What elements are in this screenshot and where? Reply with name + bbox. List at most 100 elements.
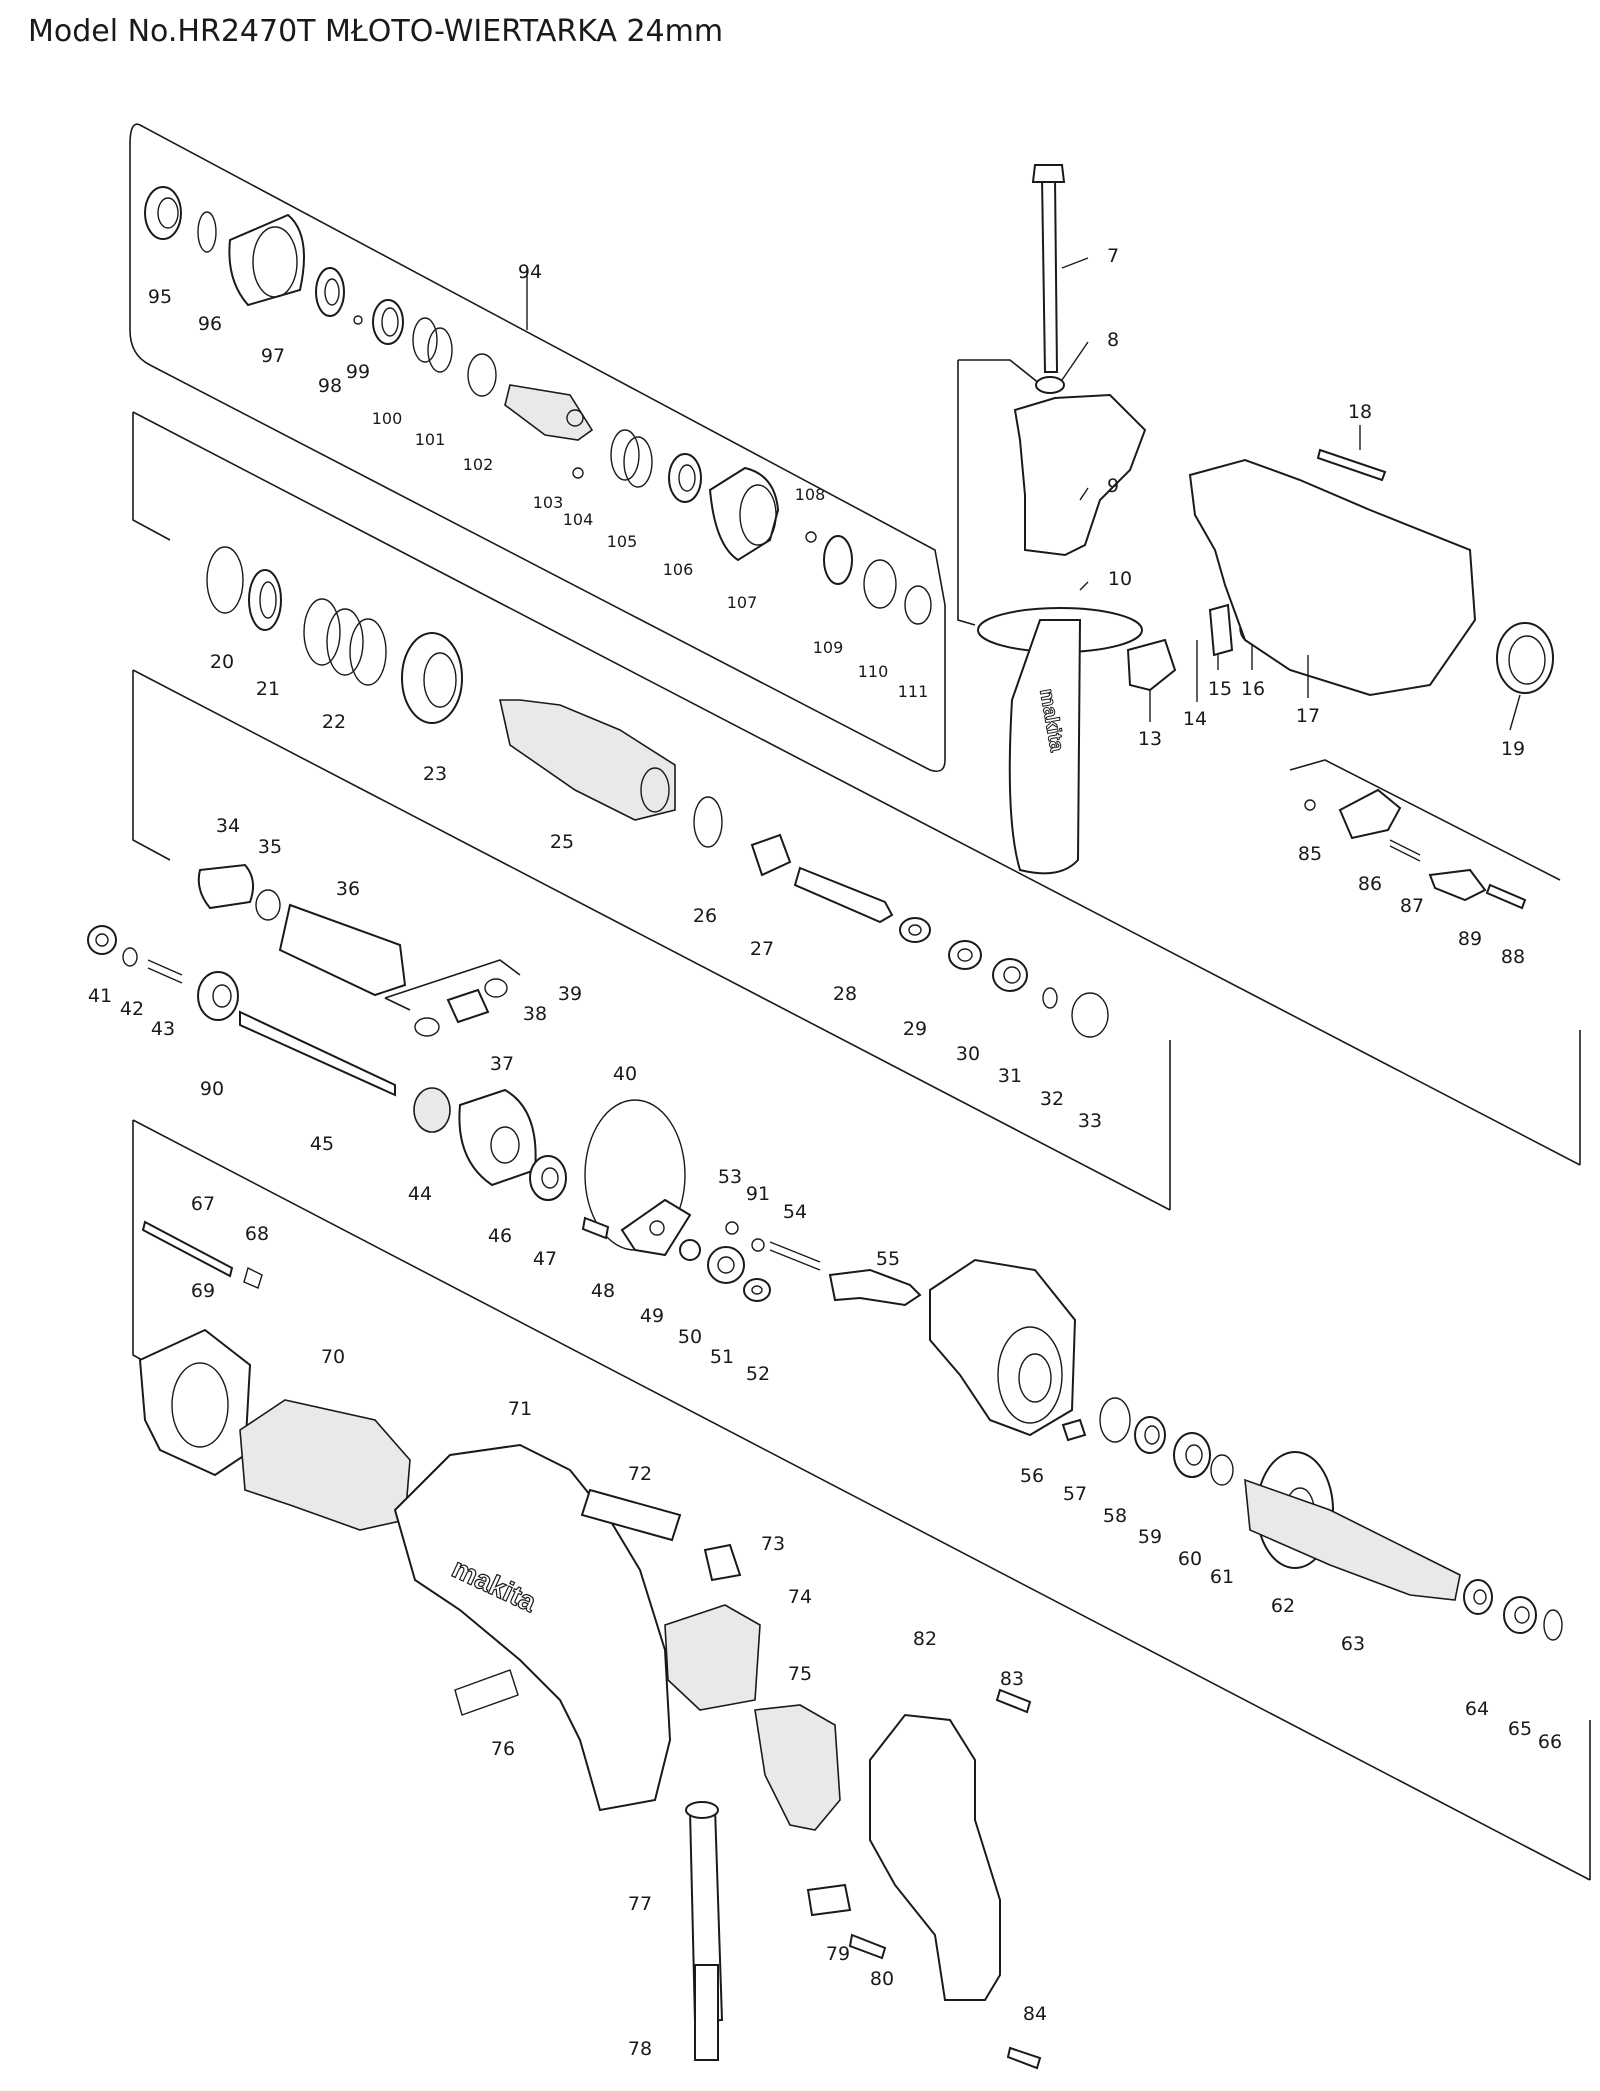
part-58-drawing bbox=[1099, 1397, 1131, 1443]
part-31-drawing bbox=[992, 958, 1028, 992]
part-44-drawing bbox=[413, 1087, 451, 1133]
part-59-drawing bbox=[1134, 1416, 1166, 1454]
part-85-drawing bbox=[1304, 799, 1316, 811]
label-105: 105 bbox=[607, 532, 638, 551]
assembly-frames bbox=[129, 123, 1591, 1881]
label-47: 47 bbox=[533, 1248, 557, 1270]
part-69-drawing bbox=[138, 1328, 252, 1477]
label-39: 39 bbox=[558, 983, 582, 1005]
part-56-drawing bbox=[929, 1258, 1077, 1437]
part-53-drawing bbox=[725, 1221, 739, 1235]
label-49: 49 bbox=[640, 1305, 664, 1327]
part-36-drawing bbox=[278, 903, 407, 997]
label-16: 16 bbox=[1241, 678, 1265, 700]
label-25: 25 bbox=[550, 831, 574, 853]
label-104: 104 bbox=[563, 510, 594, 529]
label-74: 74 bbox=[788, 1586, 812, 1608]
label-22: 22 bbox=[322, 711, 346, 733]
label-91: 91 bbox=[746, 1183, 770, 1205]
label-76: 76 bbox=[491, 1738, 515, 1760]
label-44: 44 bbox=[408, 1183, 432, 1205]
part-104-drawing bbox=[572, 467, 584, 479]
label-110: 110 bbox=[858, 662, 889, 681]
parts-artwork bbox=[87, 164, 1563, 2070]
part-9-drawing bbox=[1013, 393, 1147, 557]
label-30: 30 bbox=[956, 1043, 980, 1065]
label-111: 111 bbox=[898, 682, 929, 701]
label-90: 90 bbox=[200, 1078, 224, 1100]
part-110-drawing bbox=[863, 559, 897, 609]
label-101: 101 bbox=[415, 430, 446, 449]
part-29-drawing bbox=[899, 917, 931, 943]
label-83: 83 bbox=[1000, 1668, 1024, 1690]
label-65: 65 bbox=[1508, 1718, 1532, 1740]
label-41: 41 bbox=[88, 985, 112, 1007]
label-107: 107 bbox=[727, 593, 758, 612]
part-64-drawing bbox=[1463, 1579, 1493, 1615]
label-73: 73 bbox=[761, 1533, 785, 1555]
label-13: 13 bbox=[1138, 728, 1162, 750]
part-22-drawing bbox=[303, 598, 387, 686]
label-82: 82 bbox=[913, 1628, 937, 1650]
part-65-drawing bbox=[1503, 1596, 1537, 1634]
part-20-drawing bbox=[206, 546, 244, 614]
part-68-drawing bbox=[243, 1266, 263, 1289]
label-19: 19 bbox=[1501, 738, 1525, 760]
label-62: 62 bbox=[1271, 1595, 1295, 1617]
part-88-drawing bbox=[1485, 883, 1527, 910]
part-86-drawing bbox=[1338, 788, 1402, 840]
label-99: 99 bbox=[346, 361, 370, 383]
part-26-drawing bbox=[693, 796, 723, 848]
frame-group-20-33 bbox=[132, 411, 1581, 1166]
part-60-drawing bbox=[1173, 1432, 1211, 1478]
part-95-drawing bbox=[144, 186, 182, 240]
label-56: 56 bbox=[1020, 1465, 1044, 1487]
label-40: 40 bbox=[613, 1063, 637, 1085]
part-103-drawing bbox=[504, 384, 594, 441]
part-106-drawing bbox=[668, 453, 702, 503]
label-88: 88 bbox=[1501, 946, 1525, 968]
part-37-drawing bbox=[414, 1017, 440, 1037]
label-33: 33 bbox=[1078, 1110, 1102, 1132]
part-45-drawing bbox=[239, 1010, 396, 1097]
label-103: 103 bbox=[533, 493, 564, 512]
part-43-drawing bbox=[147, 959, 183, 984]
label-35: 35 bbox=[258, 836, 282, 858]
part-105-drawing bbox=[610, 429, 653, 488]
leader-lines bbox=[526, 257, 1521, 731]
label-48: 48 bbox=[591, 1280, 615, 1302]
part-15-drawing bbox=[1208, 603, 1234, 657]
part-78-drawing bbox=[694, 1964, 719, 2061]
label-108: 108 bbox=[795, 485, 826, 504]
part-19-drawing bbox=[1496, 622, 1554, 694]
frame-group-34-47 bbox=[132, 669, 1171, 1211]
label-23: 23 bbox=[423, 763, 447, 785]
label-9: 9 bbox=[1107, 475, 1119, 497]
label-72: 72 bbox=[628, 1463, 652, 1485]
label-75: 75 bbox=[788, 1663, 812, 1685]
label-17: 17 bbox=[1296, 705, 1320, 727]
part-70-drawing bbox=[239, 1399, 411, 1531]
label-87: 87 bbox=[1400, 895, 1424, 917]
part-61-drawing bbox=[1210, 1454, 1234, 1486]
label-34: 34 bbox=[216, 815, 240, 837]
label-59: 59 bbox=[1138, 1526, 1162, 1548]
part-10-drawing bbox=[977, 607, 1143, 875]
label-50: 50 bbox=[678, 1326, 702, 1348]
label-26: 26 bbox=[693, 905, 717, 927]
label-20: 20 bbox=[210, 651, 234, 673]
part-96-drawing bbox=[197, 211, 217, 253]
label-37: 37 bbox=[490, 1053, 514, 1075]
label-77: 77 bbox=[628, 1893, 652, 1915]
label-61: 61 bbox=[1210, 1566, 1234, 1588]
label-43: 43 bbox=[151, 1018, 175, 1040]
part-74-drawing bbox=[664, 1604, 761, 1711]
part-108-drawing bbox=[805, 531, 817, 543]
label-54: 54 bbox=[783, 1201, 807, 1223]
label-14: 14 bbox=[1183, 708, 1207, 730]
part-107-drawing bbox=[708, 466, 780, 562]
label-100: 100 bbox=[372, 409, 403, 428]
label-63: 63 bbox=[1341, 1633, 1365, 1655]
part-71-drawing bbox=[393, 1443, 672, 1812]
